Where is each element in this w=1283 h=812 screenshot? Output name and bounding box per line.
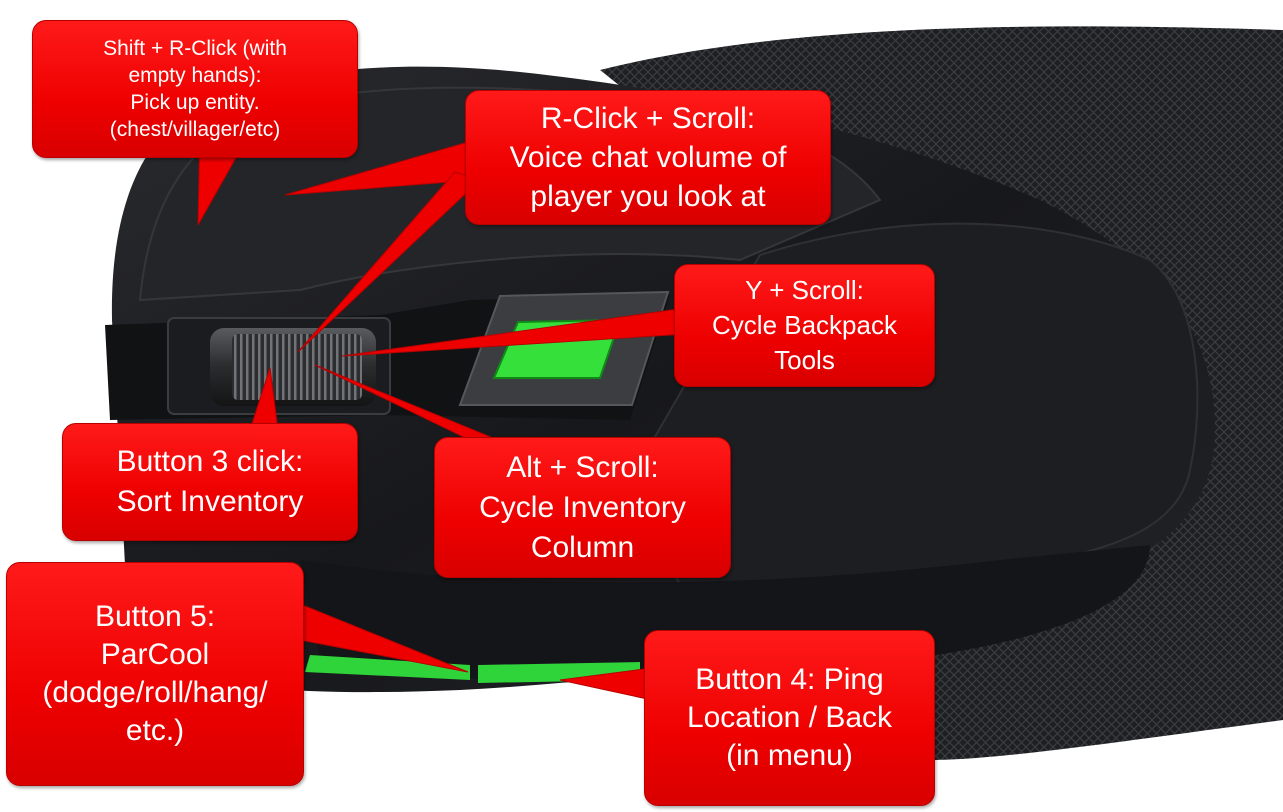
callout-line: Button 3 click: bbox=[116, 445, 304, 478]
callout-line: (chest/villager/etc) bbox=[109, 118, 281, 141]
callout-line: ParCool bbox=[100, 638, 210, 671]
callout-button4: Button 4: Ping Location / Back (in menu) bbox=[644, 630, 935, 806]
callout-y-scroll: Y + Scroll: Cycle Backpack Tools bbox=[674, 264, 935, 387]
callout-line: R-Click + Scroll: bbox=[540, 102, 756, 135]
callout-line: Sort Inventory bbox=[116, 485, 304, 518]
callout-line: Tools bbox=[774, 345, 835, 375]
callout-button5: Button 5: ParCool (dodge/roll/hang/ etc.… bbox=[6, 562, 304, 786]
callout-line: Voice chat volume of bbox=[509, 141, 787, 174]
callout-line: (dodge/roll/hang/ bbox=[42, 676, 268, 709]
callout-line: Alt + Scroll: bbox=[506, 450, 659, 484]
callout-line: (in menu) bbox=[726, 739, 853, 772]
callout-line: etc.) bbox=[125, 714, 185, 747]
callout-line: Y + Scroll: bbox=[745, 275, 864, 305]
callout-line: Button 4: Ping bbox=[695, 663, 884, 696]
callout-line: player you look at bbox=[530, 180, 766, 213]
callout-line: empty hands): bbox=[128, 64, 262, 87]
callout-alt-scroll: Alt + Scroll: Cycle Inventory Column bbox=[434, 437, 731, 578]
callout-line: Button 5: bbox=[94, 600, 216, 633]
callout-shift-rclick: Shift + R-Click (with empty hands): Pick… bbox=[32, 20, 358, 158]
side-button-4 bbox=[478, 662, 640, 683]
front-edge bbox=[300, 545, 1150, 683]
callout-line: Shift + R-Click (with bbox=[103, 37, 287, 60]
scroll-wheel-ridges bbox=[232, 334, 362, 400]
bottom-grip-texture bbox=[880, 590, 1150, 730]
callout-line: Cycle Inventory bbox=[479, 490, 686, 524]
callout-line: Location / Back bbox=[686, 701, 893, 734]
callout-line: Column bbox=[530, 530, 635, 564]
callout-line: Pick up entity. bbox=[130, 91, 260, 114]
callout-line: Cycle Backpack bbox=[712, 310, 897, 340]
callout-rclick-scroll: R-Click + Scroll: Voice chat volume of p… bbox=[465, 90, 831, 225]
callout-button3: Button 3 click: Sort Inventory bbox=[62, 423, 358, 541]
